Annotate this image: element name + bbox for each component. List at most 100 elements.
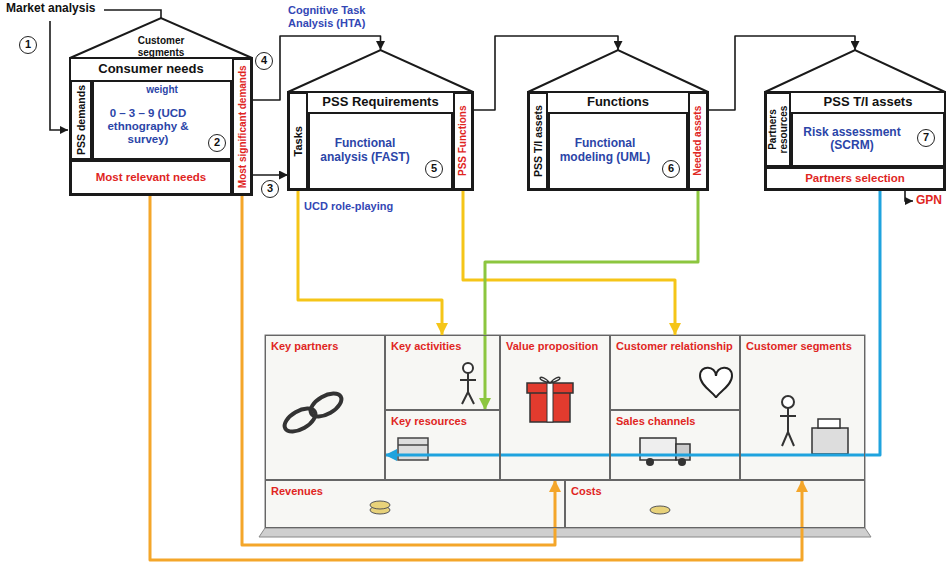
- house-matrix: Functions PSS T/I assets Functional modeli…: [528, 50, 708, 190]
- callout-number: 7: [917, 129, 935, 147]
- canvas-label: Key activities: [391, 340, 494, 353]
- house-roof: [765, 50, 945, 92]
- cell-text: 0 – 3 – 9 (UCD ethnography & survey): [96, 107, 200, 147]
- person-head: [782, 396, 794, 408]
- house-heading: PSS T/I assets: [791, 95, 945, 110]
- canvas-board: [265, 335, 865, 528]
- matrix-cell: PSS T/I assets: [528, 92, 548, 190]
- house-matrix: Customer segmentsConsumer needsPSS deman…: [70, 18, 252, 195]
- cell-text: PSS T/I assets: [532, 94, 544, 188]
- flow-connector: [385, 190, 880, 455]
- cell-text: Tasks: [292, 94, 305, 188]
- coins-icon: [370, 501, 670, 514]
- house-body: [528, 92, 708, 190]
- cell-text: Risk assessment (SCRM): [796, 126, 908, 154]
- callout-number: 2: [208, 134, 226, 152]
- flow-connector: [252, 174, 288, 176]
- input-arrow: [50, 21, 68, 130]
- canvas-block: Revenues: [265, 480, 565, 528]
- cell-text: Most relevant needs: [72, 171, 230, 184]
- person-head: [463, 363, 473, 373]
- chain-link: [281, 404, 319, 437]
- canvas-block: Customer relationship: [610, 335, 740, 410]
- truck-wheel: [646, 458, 654, 466]
- cell-text: Functional analysis (FAST): [313, 137, 417, 165]
- house-heading: Functions: [548, 95, 688, 110]
- matrix-cell: Functional analysis (FAST): [308, 112, 453, 190]
- callout-number: 5: [425, 160, 443, 178]
- matrix-cell: Most relevant needs: [70, 160, 232, 195]
- truck-icon: [640, 438, 690, 466]
- cell-text: Needed assets: [692, 94, 704, 188]
- annotation-label: Market analysis: [6, 2, 106, 16]
- truck-body: [640, 438, 676, 460]
- house-matrix: PSS RequirementsTasks Functional analysis…: [288, 50, 473, 190]
- canvas-block: Key partners: [265, 335, 385, 480]
- matrix-cell: Functional modeling (UML): [548, 112, 688, 190]
- cell-text: Partners resources: [768, 94, 789, 165]
- house-heading: PSS Requirements: [308, 95, 453, 110]
- annotation-label: Cognitive Task Analysis (HTA): [288, 4, 396, 29]
- cell-text: Most significant demands: [236, 60, 248, 193]
- canvas-label: Key partners: [271, 340, 379, 353]
- matrix-cell: Partners resources: [765, 92, 791, 167]
- house-heading: Consumer needs: [72, 62, 230, 77]
- chain-link: [307, 389, 345, 422]
- callout-number: 4: [255, 52, 273, 70]
- canvas-label: Customer segments: [746, 340, 859, 353]
- house-roof: [528, 50, 708, 92]
- matrix-cell: Most significant demands: [232, 58, 252, 195]
- cell-text: PSS Functions: [457, 94, 469, 188]
- callout-number: 1: [19, 36, 37, 54]
- flow-connector: [485, 190, 698, 410]
- flow-connector: [150, 195, 802, 560]
- callout-number: 3: [261, 180, 279, 198]
- matrix-cell: Tasks: [288, 92, 308, 190]
- canvas-board-edge: [259, 528, 871, 537]
- annotation-label: UCD role-playing: [304, 200, 424, 213]
- matrix-cell: PSS Functions: [453, 92, 473, 190]
- register-body: [812, 428, 848, 454]
- canvas-label: Revenues: [271, 485, 559, 498]
- cell-text: Functional modeling (UML): [553, 137, 657, 165]
- canvas-label: Key resources: [391, 415, 494, 428]
- house-body: [765, 92, 945, 190]
- canvas-block: Customer segments: [740, 335, 865, 480]
- house-heading: Customer segments: [121, 35, 201, 58]
- canvas-label: Value proposition: [506, 340, 604, 353]
- canvas-label: Sales channels: [616, 415, 734, 428]
- person-icon: [460, 363, 476, 404]
- register-icon: [780, 396, 848, 454]
- matrix-cell: Partners selection: [765, 167, 945, 190]
- resource-box: [398, 438, 428, 460]
- cell-text: PSS demands: [75, 82, 87, 158]
- canvas-block: Sales channels: [610, 410, 740, 480]
- canvas-block: Key activities: [385, 335, 500, 410]
- house-roof: [288, 50, 473, 92]
- matrix-cell: Needed assets: [688, 92, 708, 190]
- matrix-cell: PSS demands: [70, 80, 92, 160]
- canvas-block: Costs: [565, 480, 865, 528]
- heart-icon: [700, 368, 732, 398]
- person-body: [460, 373, 476, 404]
- coin: [650, 506, 670, 514]
- register-screen: [818, 419, 840, 428]
- canvas-label: Costs: [571, 485, 859, 498]
- annotation-label: GPN: [916, 194, 948, 208]
- resource-lid: [398, 444, 428, 446]
- house-roof: [70, 18, 252, 58]
- canvas-block: Key resources: [385, 410, 500, 480]
- cell-text: Partners selection: [767, 172, 943, 185]
- callout-number: 6: [662, 160, 680, 178]
- gift-bow: [540, 377, 560, 383]
- chain-icon: [281, 389, 345, 437]
- house-body: [70, 58, 252, 195]
- output-arrow: [905, 190, 913, 201]
- truck-cab: [676, 444, 690, 460]
- gift-ribbon: [547, 383, 553, 422]
- house-body: [288, 92, 473, 190]
- person-body: [780, 408, 796, 446]
- resource-icon: [398, 438, 428, 460]
- canvas-block: Value proposition: [500, 335, 610, 480]
- gift-icon: [527, 377, 573, 422]
